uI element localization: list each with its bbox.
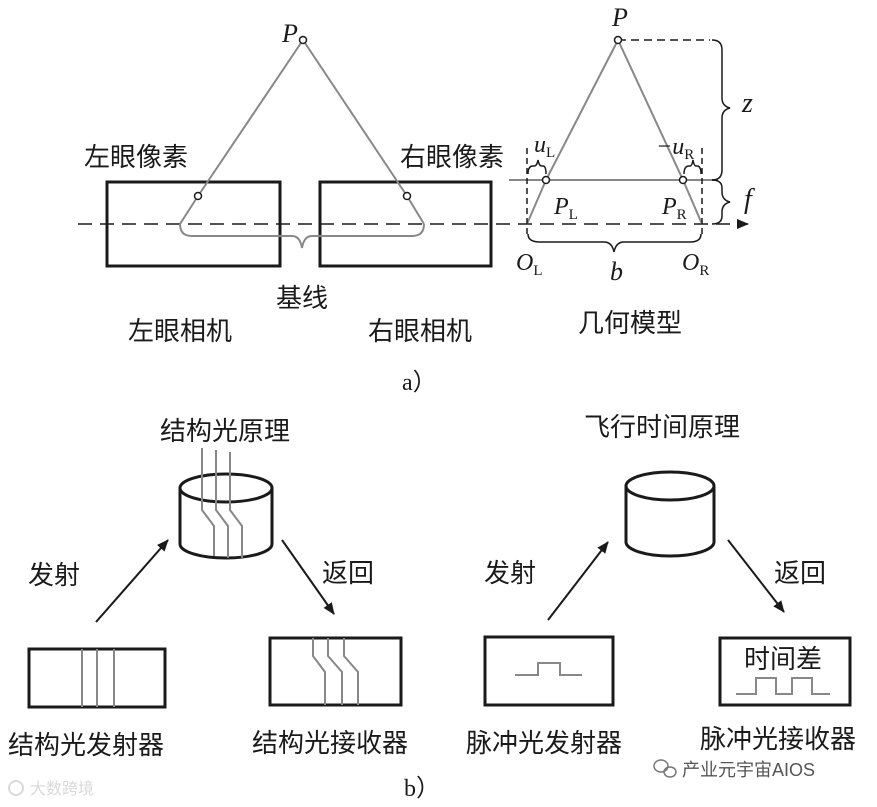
emit-label-left: 发射 xyxy=(28,561,80,591)
ur-label: −uR xyxy=(656,134,694,163)
wechat-icon xyxy=(653,759,677,778)
point-p-marker xyxy=(298,35,308,45)
sl-receiver-box xyxy=(268,636,403,707)
watermark-logo-icon xyxy=(8,780,24,796)
baseline-label: 基线 xyxy=(276,284,328,314)
return-label-left: 返回 xyxy=(322,559,374,589)
svg-text:产业元宇宙AIOS: 产业元宇宙AIOS xyxy=(682,760,815,780)
emit-arrow-right xyxy=(547,541,609,621)
sl-receiver-label: 结构光接收器 xyxy=(252,729,408,759)
f-label: f xyxy=(744,184,755,215)
right-camera-box xyxy=(318,180,493,268)
ol-label: OL xyxy=(516,250,543,279)
model-point-p xyxy=(613,35,623,45)
left-watermark: 大数跨境 xyxy=(8,779,94,798)
or-label: OR xyxy=(682,250,709,279)
pl-label: PL xyxy=(553,194,578,223)
structured-light-title: 结构光原理 xyxy=(160,417,290,447)
return-arrow-left xyxy=(281,539,335,615)
ur-brace xyxy=(683,159,702,175)
model-pr-marker xyxy=(678,175,688,185)
caption-b: b） xyxy=(404,776,440,802)
b-label: b xyxy=(610,257,623,286)
pulse-receiver-signal xyxy=(736,677,830,695)
model-p-label: P xyxy=(611,3,628,32)
structured-light-stripes xyxy=(201,448,243,558)
return-arrow-right xyxy=(727,539,785,613)
geometry-model-label: 几何模型 xyxy=(578,309,682,339)
pulse-receiver-box xyxy=(718,636,852,707)
pulse-emitter-signal xyxy=(515,662,582,676)
right-eye-pixel-label: 右眼像素 xyxy=(400,143,504,173)
f-brace xyxy=(711,179,731,225)
return-label-right: 返回 xyxy=(774,559,826,589)
time-diff-label: 时间差 xyxy=(744,645,822,675)
ul-label: uL xyxy=(534,132,555,161)
model-pl-marker xyxy=(541,175,551,185)
emit-label-right: 发射 xyxy=(484,559,536,589)
z-brace xyxy=(711,39,731,181)
sl-emitter-stripes xyxy=(81,649,115,707)
right-pixel-marker xyxy=(402,191,412,201)
pulse-emitter-label: 脉冲光发射器 xyxy=(466,729,622,759)
pulse-emitter-box xyxy=(483,635,615,707)
sl-receiver-stripes xyxy=(312,638,359,705)
sl-emitter-label: 结构光发射器 xyxy=(8,731,164,761)
structured-light-cylinder xyxy=(178,472,274,560)
left-pixel-marker xyxy=(193,191,203,201)
pulse-receiver-label: 脉冲光接收器 xyxy=(700,725,856,755)
emit-arrow-left xyxy=(95,539,169,623)
z-label: z xyxy=(741,88,753,119)
left-camera-label: 左眼相机 xyxy=(128,317,232,347)
baseline-brace xyxy=(179,223,425,249)
point-p-label: P xyxy=(281,19,298,48)
tof-title: 飞行时间原理 xyxy=(584,413,740,443)
caption-a: a） xyxy=(402,370,437,396)
right-watermark: 产业元宇宙AIOS xyxy=(653,759,815,780)
ul-brace xyxy=(527,159,547,175)
right-camera-label: 右眼相机 xyxy=(368,317,472,347)
model-right-ray xyxy=(617,39,703,225)
b-brace xyxy=(527,233,702,253)
tof-cylinder xyxy=(624,470,716,558)
left-camera-box xyxy=(105,180,282,268)
pr-label: PR xyxy=(661,194,687,223)
svg-text:大数跨境: 大数跨境 xyxy=(30,779,94,798)
left-eye-pixel-label: 左眼像素 xyxy=(84,143,188,173)
